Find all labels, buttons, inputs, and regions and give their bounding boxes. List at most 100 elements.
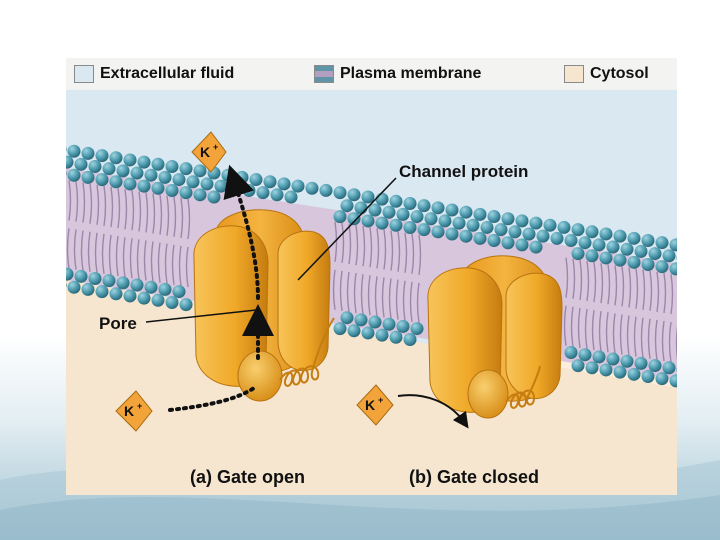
lipid-head: [271, 188, 284, 201]
lipid-head: [376, 193, 389, 206]
lipid-head: [572, 223, 585, 236]
lipid-head: [124, 289, 137, 302]
lipid-head: [194, 188, 207, 201]
lipid-head: [383, 318, 396, 331]
lipid-head: [516, 214, 529, 227]
lipid-head: [187, 175, 200, 188]
lipid-head: [208, 191, 221, 204]
open-channel-right-subunit: [278, 231, 330, 370]
lipid-head: [96, 285, 109, 298]
lipid-head: [523, 227, 536, 240]
lipid-head: [355, 201, 368, 214]
lipid-head: [180, 162, 193, 175]
lipid-head: [96, 173, 109, 186]
lipid-head: [516, 238, 529, 251]
lipid-head: [565, 346, 578, 359]
lipid-head: [82, 171, 95, 184]
lipid-head: [334, 186, 347, 199]
lipid-head: [397, 208, 410, 221]
lipid-head: [201, 177, 214, 190]
lipid-head: [614, 254, 627, 267]
lipid-head: [621, 243, 634, 256]
lipid-head: [614, 366, 627, 379]
membrane-diagram: K + K + K + Channel protein Pore (a) Gat…: [66, 58, 677, 495]
lipid-head: [75, 158, 88, 171]
channel-protein-figure: Extracellular fluid Plasma membrane Cyto…: [66, 58, 677, 495]
lipid-head: [110, 151, 123, 164]
lipid-head: [390, 219, 403, 232]
lipid-head: [173, 173, 186, 186]
lipid-head: [292, 180, 305, 193]
lipid-head: [656, 260, 669, 273]
k-ion-right-charge: +: [378, 395, 383, 405]
lipid-head: [390, 195, 403, 208]
lipid-head: [432, 225, 445, 238]
lipid-head: [481, 221, 494, 234]
lipid-head: [383, 206, 396, 219]
lipid-head: [341, 199, 354, 212]
lipid-head: [334, 210, 347, 223]
k-ion-top-symbol: K: [200, 144, 210, 160]
lipid-head: [537, 230, 550, 243]
lipid-head: [460, 230, 473, 243]
lipid-head: [117, 276, 130, 289]
lipid-head: [628, 368, 641, 381]
lipid-head: [348, 188, 361, 201]
lipid-head: [215, 180, 228, 193]
lipid-head: [159, 283, 172, 296]
lipid-head: [166, 160, 179, 173]
lipid-head: [103, 274, 116, 287]
lipid-head: [656, 372, 669, 385]
panel-b-caption: (b) Gate closed: [409, 467, 539, 487]
lipid-head: [488, 234, 501, 247]
lipid-head: [348, 324, 361, 337]
lipid-head: [551, 232, 564, 245]
lipid-head: [649, 247, 662, 260]
lipid-head: [502, 236, 515, 249]
lipid-head: [103, 162, 116, 175]
lipid-head: [460, 206, 473, 219]
lipid-head: [369, 316, 382, 329]
lipid-head: [411, 322, 424, 335]
lipid-head: [579, 236, 592, 249]
lipid-head: [614, 230, 627, 243]
lipid-head: [82, 283, 95, 296]
lipid-head: [579, 348, 592, 361]
lipid-head: [96, 149, 109, 162]
panel-a-caption: (a) Gate open: [190, 467, 305, 487]
lipid-head: [474, 232, 487, 245]
lipid-head: [446, 228, 459, 241]
lipid-head: [341, 311, 354, 324]
lipid-head: [411, 210, 424, 223]
lipid-head: [649, 359, 662, 372]
lipid-head: [509, 225, 522, 238]
lipid-head: [635, 245, 648, 258]
lipid-head: [166, 296, 179, 309]
lipid-head: [530, 241, 543, 254]
lipid-head: [474, 208, 487, 221]
lipid-head: [89, 272, 102, 285]
lipid-head: [138, 156, 151, 169]
lipid-head: [117, 164, 130, 177]
k-ion-left-charge: +: [137, 401, 142, 411]
lipid-head: [600, 227, 613, 240]
lipid-head: [635, 357, 648, 370]
lipid-head: [166, 184, 179, 197]
lipid-head: [152, 294, 165, 307]
lipid-head: [75, 270, 88, 283]
lipid-head: [362, 214, 375, 227]
lipid-head: [446, 204, 459, 217]
lipid-head: [306, 182, 319, 195]
lipid-head: [495, 223, 508, 236]
lipid-head: [607, 241, 620, 254]
lipid-head: [586, 249, 599, 262]
lipid-head: [278, 177, 291, 190]
lipid-head: [488, 210, 501, 223]
closed-channel-protein: [428, 256, 562, 418]
lipid-head: [502, 212, 515, 225]
lipid-head: [362, 326, 375, 339]
lipid-head: [110, 175, 123, 188]
lipid-head: [628, 232, 641, 245]
lipid-head: [145, 281, 158, 294]
lipid-head: [404, 197, 417, 210]
